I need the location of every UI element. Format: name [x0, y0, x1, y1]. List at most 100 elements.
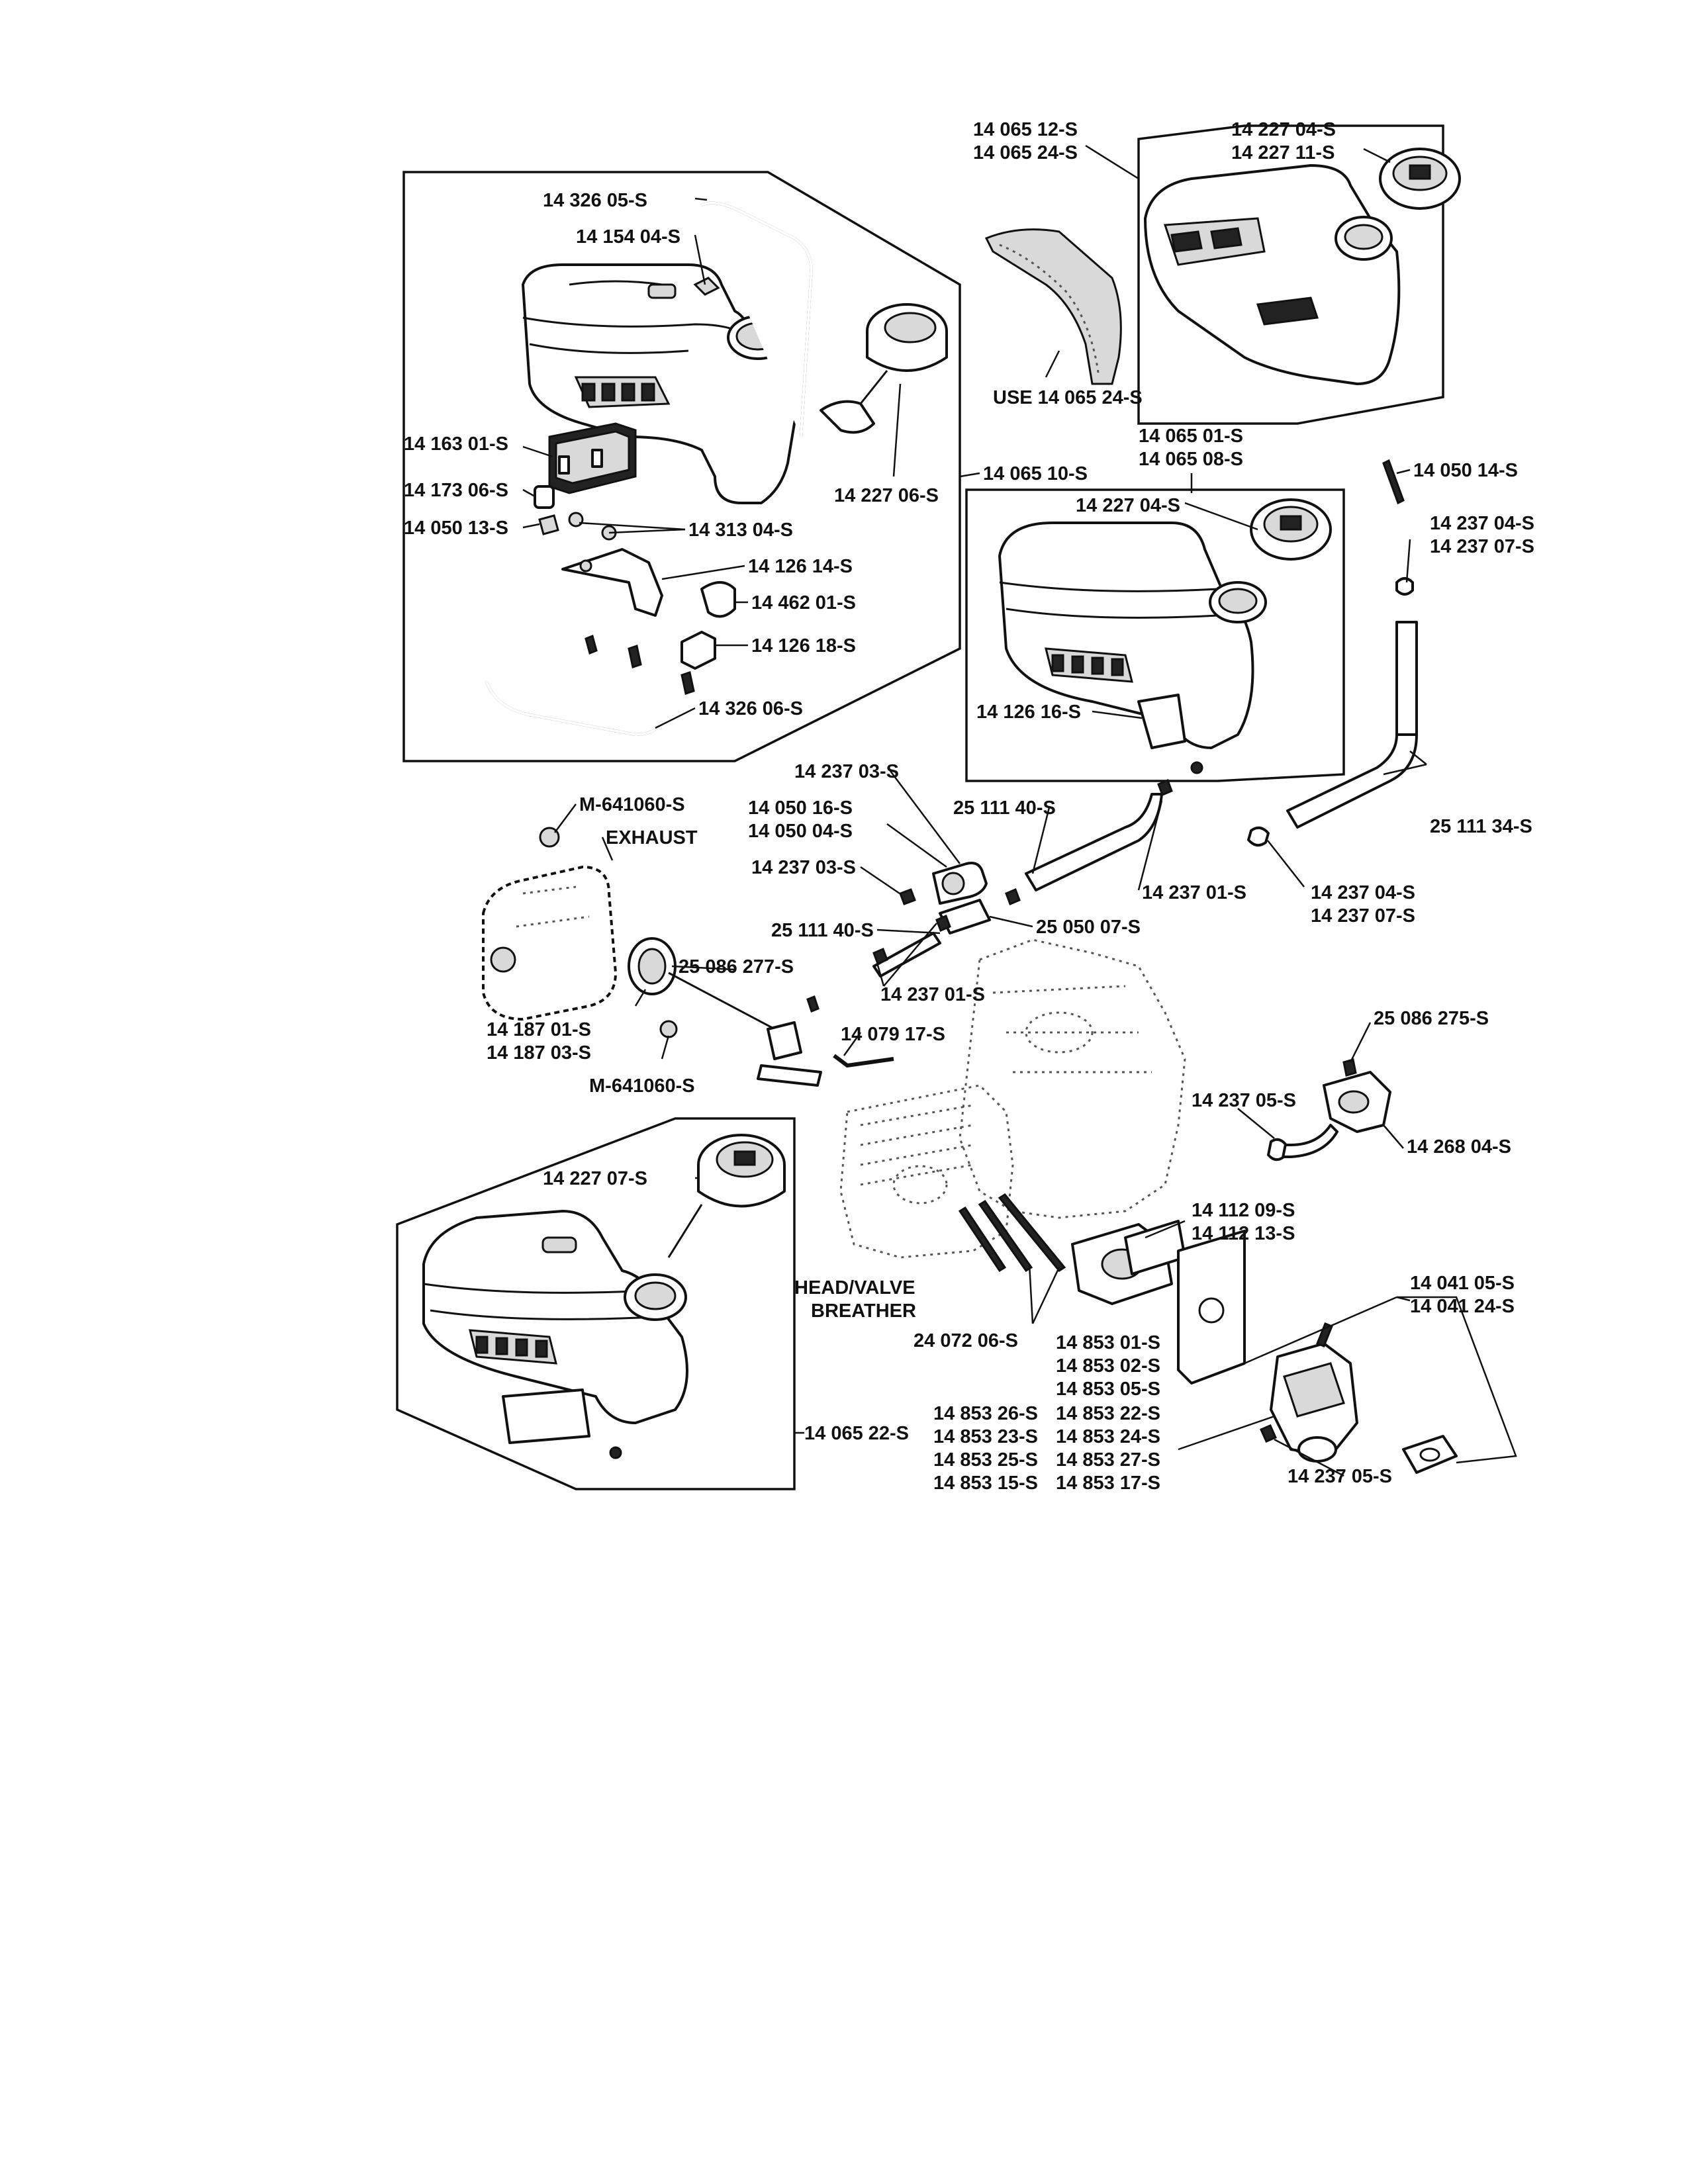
carburetor-gasket-small — [1402, 1435, 1458, 1474]
label-25-111-34-s: 25 111 34-S — [1430, 816, 1532, 837]
bracket-hole — [579, 559, 592, 572]
label-head-valve: HEAD/VALVE — [794, 1277, 915, 1298]
label-25-050-07-s: 25 050 07-S — [1036, 917, 1141, 938]
governor-link — [833, 1054, 894, 1068]
label-use-14-065-24-s: USE 14 065 24-S — [993, 387, 1143, 408]
label-14-268-04-s: 14 268 04-S — [1407, 1136, 1511, 1158]
label-14-126-16-s: 14 126 16-S — [976, 702, 1081, 723]
label-25-111-40-s-low: 25 111 40-S — [771, 920, 874, 941]
muffler — [482, 866, 617, 1021]
fuel-cap-upper-right — [1379, 148, 1461, 210]
engine-block — [839, 938, 1186, 1259]
hose-clamp-lower-1 — [872, 948, 888, 965]
label-14-050-16-s: 14 050 16-S — [748, 797, 853, 819]
vent-hose-lower-core — [485, 681, 663, 737]
label-breather: BREATHER — [811, 1300, 916, 1322]
fuel-cap-middle — [1250, 498, 1332, 561]
fuel-line-rod — [1382, 459, 1405, 505]
label-14-853-26-s: 14 853 26-S — [933, 1403, 1038, 1424]
label-14-050-04-s: 14 050 04-S — [748, 821, 853, 842]
nut-top — [539, 827, 560, 848]
label-14-237-03-s-top: 14 237 03-S — [794, 761, 899, 782]
label-m-641060-s-low: M-641060-S — [589, 1075, 695, 1097]
fuel-pump — [1323, 1071, 1391, 1133]
label-14-187-03-s: 14 187 03-S — [487, 1042, 591, 1064]
label-14-853-25-s: 14 853 25-S — [933, 1449, 1038, 1471]
hose-clamp-top — [1157, 779, 1173, 796]
label-14-163-01-s: 14 163 01-S — [404, 433, 508, 455]
fuel-line-clamp-bottom — [1247, 826, 1270, 847]
label-14-853-23-s: 14 853 23-S — [933, 1426, 1038, 1447]
filter-plug — [534, 485, 555, 509]
charcoal-canister — [548, 422, 637, 494]
label-24-072-06-s: 24 072 06-S — [914, 1330, 1018, 1351]
label-25-111-40-s-top: 25 111 40-S — [953, 797, 1056, 819]
leader-lines — [522, 144, 1517, 1477]
screw-1 — [585, 634, 598, 655]
valve-knob — [941, 872, 965, 895]
label-14-173-06-s: 14 173 06-S — [404, 480, 508, 501]
nut-bottom — [659, 1020, 678, 1038]
fuel-line-elbow — [1286, 733, 1418, 829]
carburetor — [1270, 1322, 1358, 1463]
filter-clamp — [1005, 888, 1021, 905]
tank-bracket-small — [680, 631, 716, 670]
label-14-227-06-s: 14 227 06-S — [834, 485, 939, 506]
label-14-237-04-s-right: 14 237 04-S — [1430, 513, 1534, 534]
label-25-086-275-s: 25 086 275-S — [1374, 1008, 1489, 1029]
label-14-065-08-s: 14 065 08-S — [1139, 449, 1243, 470]
label-14-326-06-s: 14 326 06-S — [698, 698, 803, 719]
label-14-237-07-s-low: 14 237 07-S — [1311, 905, 1415, 927]
label-14-065-12-s: 14 065 12-S — [973, 119, 1078, 140]
panel-fuel-tank-lower — [396, 1117, 796, 1490]
label-14-050-14-s: 14 050 14-S — [1413, 460, 1518, 481]
label-m-641060-s-top: M-641060-S — [579, 794, 685, 815]
label-14-853-27-s: 14 853 27-S — [1056, 1449, 1160, 1471]
pump-hose — [1276, 1124, 1338, 1158]
label-14-853-15-s: 14 853 15-S — [933, 1473, 1038, 1494]
panel-fuel-tank-upper-right — [1137, 124, 1444, 425]
label-14-853-24-s: 14 853 24-S — [1056, 1426, 1160, 1447]
hose-clamp-lower-2 — [935, 915, 951, 932]
label-14-237-03-s-mid: 14 237 03-S — [751, 857, 856, 878]
label-14-041-24-s: 14 041 24-S — [1410, 1296, 1515, 1317]
label-14-853-22-s: 14 853 22-S — [1056, 1403, 1160, 1424]
label-14-126-18-s: 14 126 18-S — [751, 635, 856, 657]
label-14-462-01-s: 14 462 01-S — [751, 592, 856, 614]
spring-small — [538, 514, 559, 535]
label-14-227-11-s: 14 227 11-S — [1231, 142, 1335, 163]
label-exhaust: EXHAUST — [606, 827, 698, 848]
tank-clamp — [700, 581, 736, 618]
label-14-237-05-s-carb: 14 237 05-S — [1288, 1466, 1392, 1487]
tank-bracket — [561, 548, 663, 617]
label-14-853-05-s: 14 853 05-S — [1056, 1379, 1160, 1400]
label-14-079-17-s: 14 079 17-S — [841, 1024, 945, 1045]
label-14-227-04-s: 14 227 04-S — [1231, 119, 1336, 140]
part-labels: 14 065 12-S 14 065 24-S 14 227 04-S 14 2… — [404, 119, 1534, 1494]
label-14-065-24-s: 14 065 24-S — [973, 142, 1078, 163]
label-14-853-02-s: 14 853 02-S — [1056, 1355, 1160, 1377]
label-14-313-04-s: 14 313 04-S — [688, 520, 793, 541]
screw-3 — [680, 671, 695, 695]
label-14-237-04-s-low: 14 237 04-S — [1311, 882, 1415, 903]
panel-fuel-tank-middle — [965, 488, 1345, 782]
fuel-line-vertical — [1395, 621, 1418, 736]
label-14-227-07-s: 14 227 07-S — [543, 1168, 647, 1189]
fuel-tank-lower — [422, 1210, 688, 1459]
label-14-237-07-s-right: 14 237 07-S — [1430, 536, 1534, 557]
carburetor-gasket-large — [1177, 1230, 1246, 1385]
label-14-065-22-s: 14 065 22-S — [804, 1423, 909, 1444]
head-stud-2 — [998, 1193, 1066, 1272]
grommet-1 — [568, 512, 584, 527]
screw-governor — [806, 995, 820, 1013]
label-14-853-17-s: 14 853 17-S — [1056, 1473, 1160, 1494]
panel-fuel-tank-upper-left — [402, 171, 961, 762]
fuel-cap-lower — [667, 1134, 786, 1258]
label-25-086-277-s: 25 086 277-S — [679, 956, 794, 978]
head-stud-3 — [958, 1206, 1007, 1273]
label-14-237-01-s-low: 14 237 01-S — [880, 984, 985, 1005]
label-14-326-05-s: 14 326 05-S — [543, 190, 647, 211]
label-14-112-13-s: 14 112 13-S — [1192, 1223, 1295, 1244]
fuel-hose-lower — [872, 932, 941, 978]
